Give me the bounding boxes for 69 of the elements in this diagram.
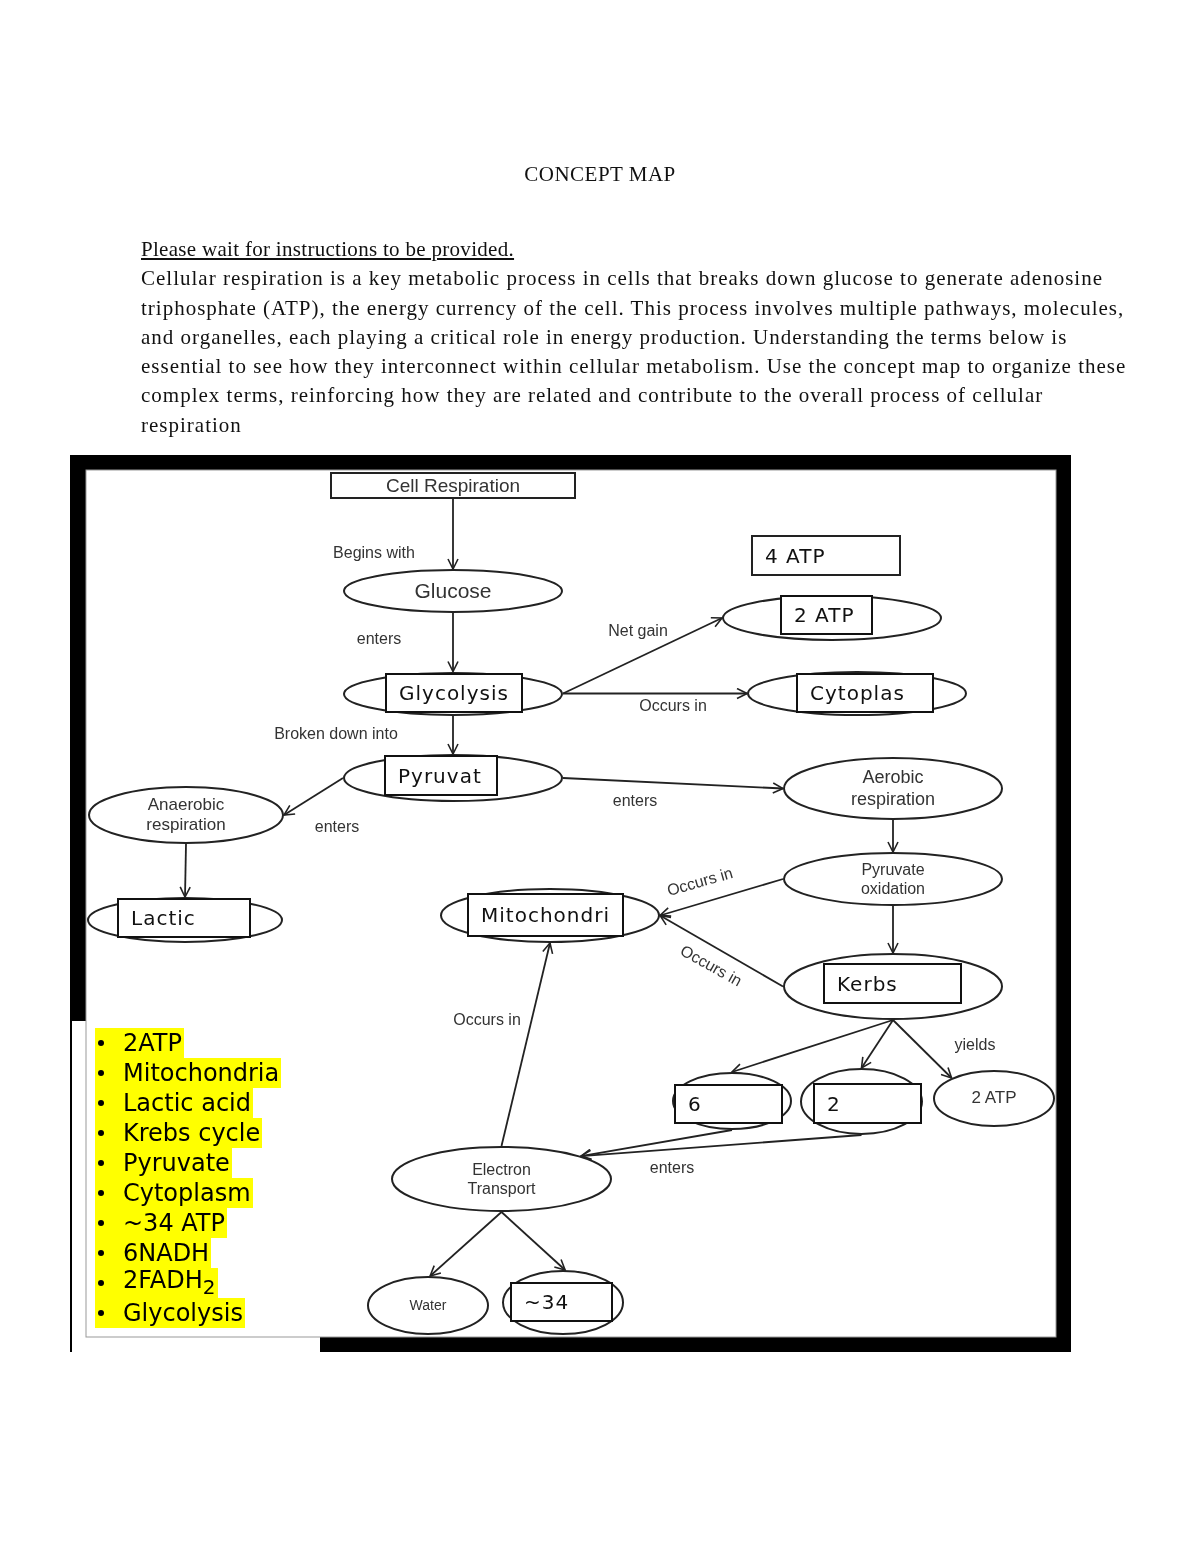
concept-ellipse bbox=[88, 786, 284, 844]
arrow bbox=[447, 612, 459, 673]
arrow bbox=[892, 1019, 953, 1079]
arrow bbox=[179, 843, 191, 898]
concept-ellipse bbox=[800, 1068, 923, 1135]
arrow bbox=[580, 1129, 733, 1161]
concept-ellipse bbox=[502, 1270, 624, 1335]
arrow bbox=[429, 1211, 503, 1277]
answer-box: ~34 bbox=[510, 1282, 613, 1322]
answer-box: 2 bbox=[813, 1083, 922, 1124]
intro-paragraph: Cellular respiration is a key metabolic process in cells that breaks down glucose to generate adenosine triphosphate (ATP), the energy currency of the cell. This process involves multiple pathways, molecules, and organelles, each playing a critical role in energy production. Understanding the terms below is essential to see how they interconnect within cellular metabolism. Use the concept map to organize these complex terms, reinforcing how they are related and contribute to the overall process of cellular respiration bbox=[141, 265, 1128, 439]
concept-ellipse bbox=[440, 888, 660, 943]
term-text: ~34 ATP bbox=[123, 1208, 225, 1238]
node-text: Anaerobic respiration bbox=[145, 794, 227, 836]
node-text: Water bbox=[409, 1297, 447, 1314]
answer-box: Pyruvat bbox=[384, 755, 498, 796]
arrow bbox=[659, 914, 784, 988]
answer-box: Cytoplas bbox=[796, 673, 934, 713]
term-text: 2ATP bbox=[123, 1028, 182, 1058]
instruction-note: Please wait for instructions to be provided. bbox=[141, 236, 515, 263]
concept-ellipse bbox=[933, 1070, 1055, 1127]
arrow bbox=[562, 616, 723, 695]
term-text: Cytoplasm bbox=[123, 1178, 251, 1208]
arrow bbox=[887, 819, 899, 853]
term-text: Mitochondria bbox=[123, 1058, 280, 1088]
term-text: Glycolysis bbox=[123, 1298, 243, 1328]
arrow bbox=[731, 1019, 894, 1075]
answer-box: Kerbs bbox=[823, 963, 962, 1004]
arrow bbox=[659, 878, 784, 919]
term-box: 4 ATP bbox=[751, 535, 901, 576]
arrow bbox=[562, 777, 784, 794]
arrow bbox=[500, 942, 554, 1147]
node-text: Aerobic respiration bbox=[849, 766, 936, 811]
concept-ellipse bbox=[87, 897, 283, 943]
answer-box: Glycolysis bbox=[385, 673, 523, 713]
page-title: CONCEPT MAP bbox=[524, 162, 676, 186]
arrow bbox=[447, 714, 459, 755]
node-text: Glucose bbox=[414, 578, 492, 604]
concept-ellipse bbox=[343, 569, 563, 613]
concept-ellipse bbox=[367, 1276, 489, 1335]
arrow bbox=[562, 687, 748, 700]
concept-ellipse bbox=[722, 595, 942, 641]
arrow bbox=[283, 777, 344, 816]
edge-label: yields bbox=[952, 1036, 998, 1054]
answer-box: 6 bbox=[674, 1084, 783, 1124]
arrow bbox=[860, 1019, 894, 1069]
node-text: Pyruvate oxidation bbox=[859, 859, 926, 899]
term-text: Krebs cycle bbox=[123, 1118, 261, 1148]
answer-box: Mitochondri bbox=[467, 893, 624, 937]
arrow bbox=[887, 905, 899, 954]
concept-ellipse bbox=[783, 953, 1003, 1020]
term-text: Lactic acid bbox=[123, 1088, 251, 1118]
concept-ellipse bbox=[343, 671, 563, 716]
concept-ellipse bbox=[783, 852, 1003, 906]
answer-box: 2 ATP bbox=[780, 595, 873, 635]
concept-ellipse bbox=[672, 1072, 792, 1130]
arrow bbox=[500, 1211, 566, 1271]
term-box: Cell Respiration bbox=[330, 472, 576, 499]
edge-label: Net gain bbox=[606, 622, 670, 640]
concept-ellipse bbox=[391, 1146, 612, 1212]
node-text: 2 ATP bbox=[971, 1088, 1017, 1109]
arrow bbox=[447, 498, 459, 570]
concept-ellipse bbox=[747, 671, 967, 716]
node-text: Electron Transport bbox=[466, 1159, 537, 1199]
concept-ellipse bbox=[343, 754, 563, 802]
answer-box: Lactic bbox=[117, 898, 251, 938]
concept-ellipse bbox=[783, 757, 1003, 820]
term-text: Pyruvate bbox=[123, 1148, 230, 1178]
edge-label: Begins with bbox=[331, 544, 417, 562]
